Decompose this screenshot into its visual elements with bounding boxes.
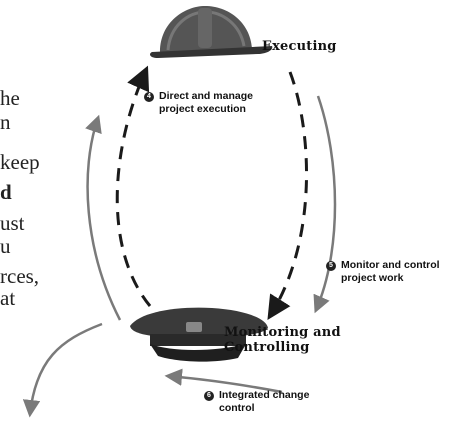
step-integrated-change: 6 Integrated change control [204, 389, 309, 415]
body-text-line-8: at [0, 286, 16, 310]
step-number-badge: 6 [204, 391, 214, 401]
body-text-line-5: ust [0, 211, 25, 235]
dashed-arrow-right [267, 71, 308, 321]
hardhat-icon [150, 6, 273, 58]
step-label: Monitor and control project work [341, 259, 440, 284]
step-number-badge: 5 [326, 261, 336, 271]
body-text-line-4: d [0, 180, 12, 204]
step-number-badge: 4 [144, 92, 154, 102]
gray-arrow-bottom [164, 368, 283, 394]
body-text-line-1: he [0, 86, 20, 110]
monitoring-controlling-label: Monitoring and Controlling [224, 325, 341, 355]
step-monitor-control: 5 Monitor and control project work [326, 259, 440, 285]
gray-arrow-right [313, 95, 337, 314]
body-text-line-6: u [0, 234, 11, 258]
executing-label: Executing [262, 39, 337, 54]
step-direct-manage: 4 Direct and manage project execution [144, 90, 253, 116]
body-text-line-3: keep [0, 150, 40, 174]
body-text-line-7: rces, [0, 264, 40, 288]
police-cap-icon [130, 307, 268, 362]
step-label: Direct and manage project execution [159, 90, 253, 115]
body-text-line-2: n [0, 110, 11, 134]
gray-arrow-exit [22, 322, 103, 418]
dashed-arrow-left [115, 65, 152, 307]
step-label: Integrated change control [219, 389, 310, 414]
gray-arrow-left [85, 114, 122, 321]
